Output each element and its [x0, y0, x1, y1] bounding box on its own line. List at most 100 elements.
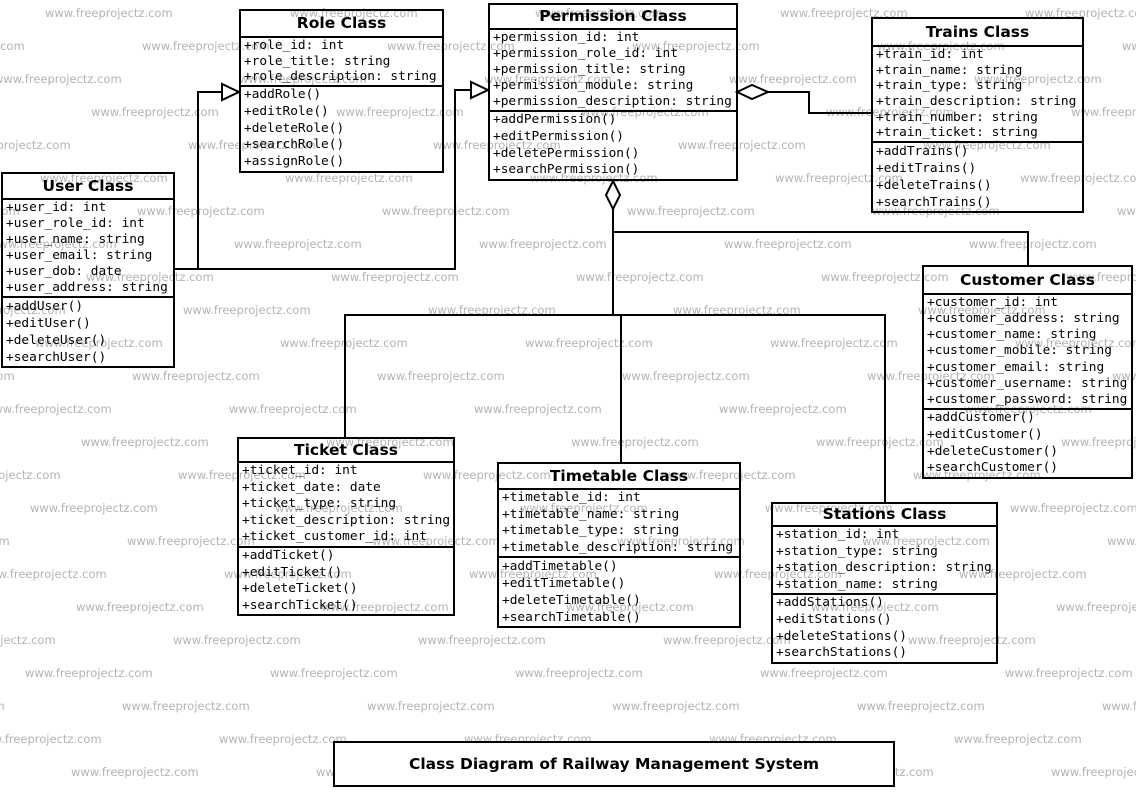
watermark-text: www.freeprojectz.com — [816, 435, 944, 449]
watermark-text: www.freeprojectz.com — [280, 336, 408, 350]
watermark-text: www.freeprojectz.com — [0, 633, 56, 647]
watermark-text: www.freeprojectz.com — [35, 336, 163, 350]
watermark-text: www.freeprojectz.com — [918, 303, 1046, 317]
class-methods-section: +addTrains()+editTrains()+deleteTrains()… — [873, 143, 1082, 211]
method-row: +addCustomer() — [927, 410, 1035, 425]
watermark-text: www.freeprojectz.com — [229, 402, 357, 416]
watermark-text: www.freeprojectz.com — [520, 501, 648, 515]
attribute-row: +user_name: string — [6, 232, 145, 247]
watermark-text: www.freeprojectz.com — [81, 435, 209, 449]
class-title: User Class — [3, 174, 173, 200]
class-title: Ticket Class — [239, 439, 453, 463]
class-box-ticket: Ticket Class+ticket_id: int+ticket_date:… — [237, 437, 455, 616]
method-row: +addPermission() — [493, 112, 617, 127]
class-methods-section: +addCustomer()+editCustomer()+deleteCust… — [924, 410, 1131, 477]
watermark-text: www.freeprojectz.com — [76, 600, 204, 614]
attribute-row: +train_id: int — [876, 47, 984, 62]
watermark-text: www.freeprojectz.com — [0, 303, 66, 317]
method-row: +searchTicket() — [242, 597, 358, 613]
method-row: +searchStations() — [776, 645, 907, 661]
watermark-text: www.freeprojectz.com — [0, 468, 61, 482]
method-row: +deleteUser() — [6, 333, 107, 348]
attribute-row: +permission_id: int — [493, 30, 640, 45]
watermark-text: www.freeprojectz.com — [1066, 270, 1136, 284]
class-box-customer: Customer Class+customer_id: int+customer… — [922, 265, 1133, 479]
watermark-text: www.freeprojectz.com — [0, 369, 15, 383]
attribute-row: +station_description: string — [776, 560, 992, 575]
watermark-text: www.freeprojectz.com — [321, 600, 449, 614]
watermark-text: www.freeprojectz.com — [336, 105, 464, 119]
watermark-text: www.freeprojectz.com — [1025, 6, 1136, 20]
watermark-text: www.freeprojectz.com — [173, 633, 301, 647]
watermark-text: www.freeprojectz.com — [183, 303, 311, 317]
class-attrs-section: +customer_id: int+customer_address: stri… — [924, 295, 1131, 410]
watermark-text: www.freeprojectz.com — [25, 666, 153, 680]
class-title: Timetable Class — [499, 464, 739, 490]
watermark-text: www.freeprojectz.com — [86, 270, 214, 284]
watermark-text: www.freeprojectz.com — [137, 204, 265, 218]
watermark-text: www.freeprojectz.com — [474, 402, 602, 416]
watermark-text: www.freeprojectz.com — [668, 468, 796, 482]
watermark-text: www.freeprojectz.com — [775, 171, 903, 185]
watermark-text: www.freeprojectz.com — [566, 600, 694, 614]
watermark-text: www.freeprojectz.com — [581, 105, 709, 119]
watermark-text: www.freeprojectz.com — [30, 501, 158, 515]
class-box-role: Role Class+role_id: int+role_title: stri… — [239, 9, 444, 173]
watermark-text: www.freeprojectz.com — [515, 666, 643, 680]
method-row: +editTicket() — [242, 564, 343, 580]
watermark-text: www.freeprojectz.com — [0, 732, 102, 746]
class-attrs-section: +timetable_id: int+timetable_name: strin… — [499, 490, 739, 558]
watermark-text: www.freeprojectz.com — [1005, 666, 1133, 680]
attribute-row: +customer_name: string — [927, 327, 1097, 343]
watermark-text: www.freeprojectz.com — [1020, 171, 1136, 185]
watermark-text: www.freeprojectz.com — [821, 270, 949, 284]
method-row: +searchTrains() — [876, 195, 992, 210]
attribute-row: +ticket_type: string — [242, 496, 397, 512]
watermark-text: www.freeprojectz.com — [770, 336, 898, 350]
watermark-text: www.freeprojectz.com — [673, 303, 801, 317]
attribute-row: +station_type: string — [776, 543, 938, 559]
watermark-text: www.freeprojectz.com — [387, 39, 515, 53]
watermark-text: www.freeprojectz.com — [367, 699, 495, 713]
method-row: +editStations() — [776, 611, 892, 627]
attribute-row: +train_number: string — [876, 109, 1038, 125]
attribute-row: +user_email: string — [6, 248, 153, 263]
watermark-text: www.freeprojectz.com — [1051, 765, 1136, 779]
watermark-text: www.freeprojectz.com — [617, 534, 745, 548]
attribute-row: +timetable_id: int — [502, 490, 641, 505]
method-row: +editCustomer() — [927, 426, 1043, 442]
attribute-row: +train_description: string — [876, 94, 1077, 110]
attribute-row: +timetable_type: string — [502, 523, 680, 538]
watermark-text: www.freeprojectz.com — [1122, 39, 1136, 53]
watermark-text: www.freeprojectz.com — [127, 534, 255, 548]
method-row: +addTrains() — [876, 144, 969, 159]
watermark-text: www.freeprojectz.com — [0, 567, 107, 581]
watermark-text: www.freeprojectz.com — [71, 765, 199, 779]
attribute-row: +user_dob: date — [6, 264, 122, 279]
trains-to-permission-aggregation — [734, 83, 871, 114]
watermark-text: www.freeprojectz.com — [1112, 369, 1136, 383]
watermark-text: www.freeprojectz.com — [142, 39, 270, 53]
class-attrs-section: +permission_id: int+permission_role_id: … — [490, 30, 736, 112]
watermark-text: www.freeprojectz.com — [479, 237, 607, 251]
attribute-row: +permission_module: string — [493, 78, 694, 93]
class-attrs-section: +station_id: int+station_type: string+st… — [773, 527, 996, 595]
watermark-text: www.freeprojectz.com — [469, 567, 597, 581]
diagram-title-box: Class Diagram of Railway Management Syst… — [333, 741, 895, 787]
watermark-text: www.freeprojectz.com — [867, 369, 995, 383]
class-box-timetable: Timetable Class+timetable_id: int+timeta… — [497, 462, 741, 628]
attribute-row: +timetable_name: string — [502, 506, 680, 522]
method-row: +deleteStations() — [776, 628, 907, 644]
watermark-text: www.freeprojectz.com — [382, 204, 510, 218]
class-methods-section: +addTimetable()+editTimetable()+deleteTi… — [499, 558, 739, 626]
attribute-row: +station_id: int — [776, 527, 900, 542]
watermark-text: www.freeprojectz.com — [224, 567, 352, 581]
watermark-text: www.freeprojectz.com — [0, 72, 122, 86]
watermark-text: www.freeprojectz.com — [571, 435, 699, 449]
attribute-row: +role_id: int — [244, 38, 345, 53]
watermark-text: www.freeprojectz.com — [0, 237, 117, 251]
method-row: +addUser() — [6, 299, 84, 314]
watermark-text: www.freeprojectz.com — [122, 699, 250, 713]
